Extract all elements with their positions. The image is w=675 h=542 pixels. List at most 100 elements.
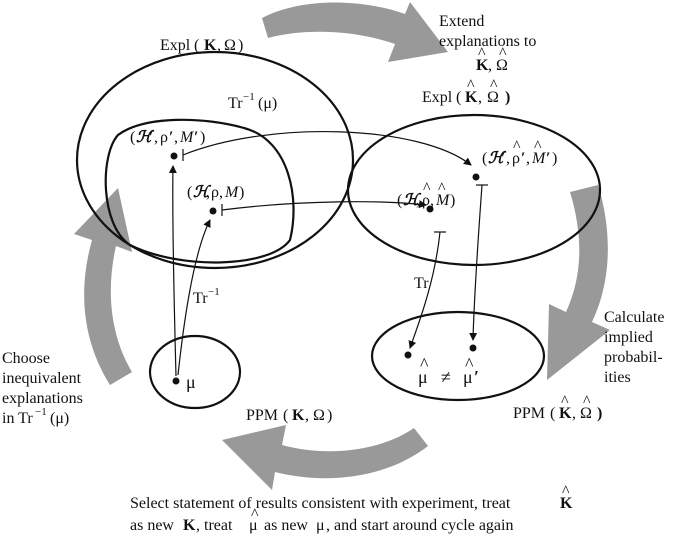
svg-text:(μ): (μ) <box>50 410 69 427</box>
svg-text:M: M <box>179 129 195 146</box>
calculate-label-4: ities <box>604 369 631 386</box>
tr-inverse-mu-label: Tr −1 (μ) <box>228 91 277 112</box>
svg-text:): ) <box>597 405 602 422</box>
arrow-tr-h-prime-hat-to-mu-prime-hat <box>469 184 483 341</box>
expl-khat-omegahat-label: Expl ( ^ K , ^ Ω ) <box>422 77 510 106</box>
svg-text:(: ( <box>482 150 487 167</box>
bottom-caption-line-2: as new K , treat ^ μ as new μ , and star… <box>130 506 513 534</box>
svg-text:Expl: Expl <box>422 89 453 106</box>
cycle-arrow-extend <box>262 2 448 62</box>
ppm-k-omega-label: PPM ( K , Ω ) <box>246 407 332 424</box>
svg-text:−1: −1 <box>35 406 47 418</box>
svg-text:(: ( <box>194 37 199 54</box>
svg-text:′: ′ <box>546 150 551 167</box>
svg-text:,: , <box>430 192 434 209</box>
arrow-tr-inverse-mu-to-h-prime <box>168 165 177 377</box>
bottom-caption-line-1: Select statement of results consistent w… <box>130 483 573 512</box>
svg-text:^: ^ <box>467 77 475 94</box>
choose-label-3: explanations <box>2 390 83 407</box>
svg-text:^: ^ <box>513 138 521 155</box>
point-h-prime <box>170 152 178 160</box>
svg-text:,: , <box>219 184 223 201</box>
expl-k-omega-label: Expl ( K , Ω ) <box>160 37 243 54</box>
svg-text:M: M <box>224 184 240 201</box>
extend-label-2: explanations to <box>439 33 536 50</box>
svg-text:Ω: Ω <box>224 37 236 54</box>
svg-text:ρ: ρ <box>422 192 430 209</box>
svg-text:,: , <box>416 192 420 209</box>
calculate-label-2: implied <box>604 329 653 346</box>
svg-text:,: , <box>572 405 576 422</box>
mu-label: μ <box>186 372 196 392</box>
cycle-arrow-choose <box>74 188 132 385</box>
tr-inverse-mu-subset <box>104 118 295 264</box>
calculate-label-3: probabil- <box>604 349 663 366</box>
svg-text:ρ: ρ <box>512 150 520 167</box>
svg-text:K: K <box>559 405 572 422</box>
svg-text:PPM: PPM <box>513 405 545 422</box>
svg-text:K: K <box>292 407 305 424</box>
svg-text:^: ^ <box>251 506 259 523</box>
point-h-hat <box>426 205 434 213</box>
svg-text:ρ: ρ <box>160 129 168 146</box>
svg-text:): ) <box>450 192 455 209</box>
svg-text:): ) <box>238 37 243 54</box>
svg-text:^: ^ <box>562 483 570 500</box>
svg-text:(: ( <box>283 407 288 424</box>
ppm-k-omega-ellipse <box>148 334 242 410</box>
svg-text:Expl: Expl <box>160 37 191 54</box>
svg-text:(: ( <box>550 405 555 422</box>
svg-text:K: K <box>204 37 217 54</box>
svg-text:, treat: , treat <box>196 517 233 534</box>
point-h <box>209 207 217 215</box>
svg-text:μ: μ <box>418 367 428 387</box>
point-mu <box>172 377 180 385</box>
choose-label-4: in Tr −1 (μ) <box>2 406 69 427</box>
svg-text:′: ′ <box>474 367 479 387</box>
cycle-arrow-calculate <box>547 185 610 380</box>
svg-text:′: ′ <box>169 129 174 146</box>
svg-text:M: M <box>435 192 451 209</box>
svg-text:ℋ: ℋ <box>136 129 155 146</box>
svg-text:^: ^ <box>499 45 507 62</box>
svg-text:as new: as new <box>264 517 308 534</box>
point-mu-prime-hat <box>469 344 477 352</box>
choose-label-2: inequivalent <box>2 370 82 387</box>
svg-text:(: ( <box>397 192 402 209</box>
svg-text:^: ^ <box>490 77 498 94</box>
svg-text:Ω: Ω <box>313 407 325 424</box>
svg-text:≠: ≠ <box>441 367 451 387</box>
extend-label-1: Extend <box>439 13 484 30</box>
svg-text:μ: μ <box>249 517 258 534</box>
svg-text:, and start around cycle again: , and start around cycle again <box>326 517 513 534</box>
svg-text:μ: μ <box>316 517 325 534</box>
svg-text:K: K <box>465 89 478 106</box>
svg-text:(μ): (μ) <box>258 95 277 112</box>
svg-text:(: ( <box>456 89 461 106</box>
arrow-tr-h-hat-to-mu-hat <box>408 231 441 349</box>
svg-text:ℋ: ℋ <box>403 192 422 209</box>
svg-text:): ) <box>505 89 510 106</box>
svg-text:^: ^ <box>583 393 591 410</box>
svg-text:Select statement of results co: Select statement of results consistent w… <box>130 495 511 512</box>
svg-text:PPM: PPM <box>246 407 278 424</box>
extend-label-3: ^ K , ^ Ω <box>476 45 508 74</box>
svg-text:K: K <box>476 57 489 74</box>
svg-text:μ: μ <box>463 367 473 387</box>
svg-text:^: ^ <box>438 180 446 197</box>
svg-text:M: M <box>531 150 547 167</box>
svg-text:^: ^ <box>561 393 569 410</box>
svg-text:^: ^ <box>478 45 486 62</box>
svg-text:ℋ: ℋ <box>488 150 507 167</box>
h-tuple-label: ( ℋ , ρ , M ) <box>187 184 244 201</box>
h-hat-tuple-label: ( ℋ , ^ ρ , ^ M ) <box>397 180 455 209</box>
svg-text:,: , <box>154 129 158 146</box>
svg-text:): ) <box>552 150 557 167</box>
mu-hat-neq-mu-prime-hat: ^ μ ≠ ^ μ ′ <box>418 354 479 387</box>
svg-text:): ) <box>327 407 332 424</box>
calculate-label-1: Calculate <box>604 309 664 326</box>
svg-text:′: ′ <box>501 150 506 167</box>
svg-text:,: , <box>478 89 482 106</box>
expl-khat-omegahat-ellipse <box>346 113 602 267</box>
